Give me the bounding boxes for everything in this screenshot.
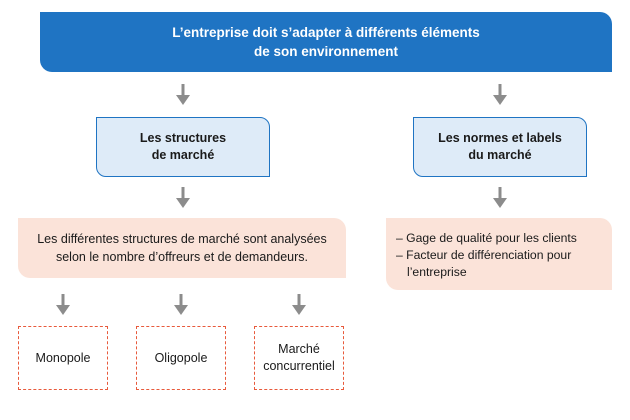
monopoly-box: Monopole (18, 326, 108, 390)
environment-banner: L’entreprise doit s’adapter à différents… (40, 12, 612, 72)
banner-line-2: de son environnement (253, 44, 399, 59)
oligopoly-label: Oligopole (154, 350, 208, 365)
analysis-line-2: selon le nombre d’offreurs et de demande… (55, 250, 308, 264)
arrow-down-icon (174, 294, 188, 316)
oligopoly-box: Oligopole (136, 326, 226, 390)
competitive-market-line-1: Marché (278, 342, 320, 356)
arrow-down-icon (493, 84, 507, 106)
analysis-line-1: Les différentes structures de marché son… (37, 232, 327, 246)
monopoly-label: Monopole (35, 350, 91, 365)
competitive-market-box: Marché concurrentiel (254, 326, 344, 390)
arrow-down-icon (176, 84, 190, 106)
market-structures-line-2: de marché (151, 148, 215, 162)
norms-labels-line-2: du marché (468, 148, 532, 162)
benefit-quality-item: – Gage de qualité pour les clients (396, 231, 577, 245)
market-structures-box: Les structures de marché (96, 117, 270, 177)
market-structures-line-1: Les structures (139, 131, 227, 145)
competitive-market-line-2: concurrentiel (263, 359, 335, 373)
structures-analysis-box: Les différentes structures de marché son… (18, 218, 346, 278)
arrow-down-icon (292, 294, 306, 316)
arrow-down-icon (493, 187, 507, 209)
benefit-differentiation-item: – Facteur de différenciation pour (396, 248, 572, 262)
norms-benefits-box: – Gage de qualité pour les clients – Fac… (386, 218, 612, 290)
norms-labels-line-1: Les normes et labels (438, 131, 562, 145)
banner-line-1: L’entreprise doit s’adapter à différents… (172, 25, 480, 40)
norms-labels-box: Les normes et labels du marché (413, 117, 587, 177)
benefit-differentiation-continuation: l’entreprise (407, 265, 467, 279)
arrow-down-icon (176, 187, 190, 209)
arrow-down-icon (56, 294, 70, 316)
